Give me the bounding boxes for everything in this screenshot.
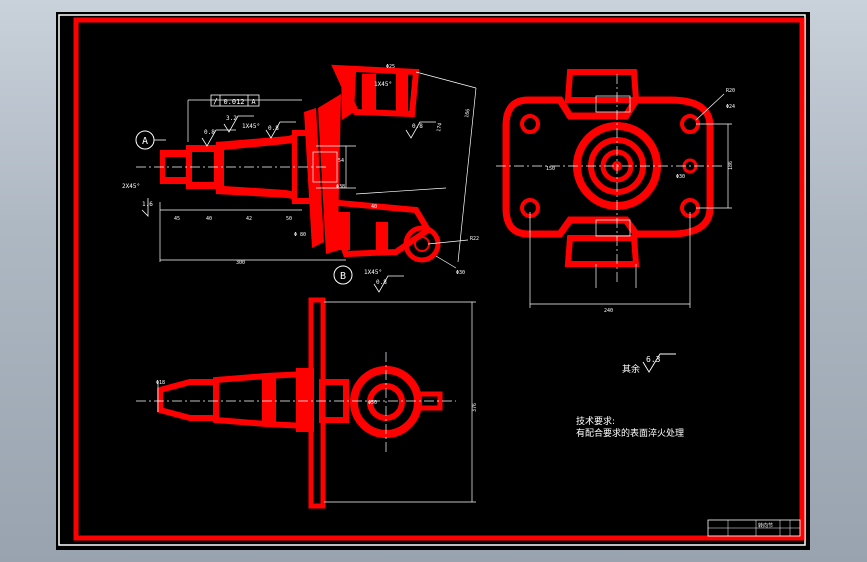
front-view: 45 40 42 50 300 174 166 R22 Φ30 54 Φ38 Φ 80… bbox=[122, 64, 479, 293]
upper-arm bbox=[331, 64, 420, 118]
bolt-hole-tr bbox=[680, 114, 700, 134]
spindle-top bbox=[157, 379, 219, 421]
svg-text:Φ30: Φ30 bbox=[676, 174, 685, 180]
svg-text:45: 45 bbox=[174, 216, 180, 222]
svg-text:240: 240 bbox=[604, 308, 613, 314]
tech-req-title: 技术要求: bbox=[576, 415, 615, 427]
tech-req-line1: 有配合要求的表面淬火处理 bbox=[576, 427, 684, 439]
chamfer-c2: 2X45° bbox=[122, 183, 140, 190]
cad-drawing: 45 40 42 50 300 174 166 R22 Φ30 54 Φ38 Φ 80… bbox=[58, 14, 806, 546]
bolt-hole-tl bbox=[520, 114, 540, 134]
inner-border bbox=[73, 17, 805, 541]
tolerance-datum: A bbox=[251, 98, 256, 106]
svg-text:Φ24: Φ24 bbox=[726, 104, 735, 110]
datum-b-symbol bbox=[333, 265, 353, 285]
roughness-other-label: 其余 bbox=[622, 363, 640, 375]
drawing-sheet: 45 40 42 50 300 174 166 R22 Φ30 54 Φ38 Φ 80… bbox=[56, 12, 810, 550]
svg-text:Φ50: Φ50 bbox=[368, 400, 377, 406]
roughness-r1: 0.8 bbox=[204, 129, 215, 136]
svg-text:Φ38: Φ38 bbox=[336, 184, 345, 190]
chamfer-c4: 1X45° bbox=[364, 269, 382, 276]
svg-text:R20: R20 bbox=[726, 88, 735, 94]
outer-border bbox=[58, 14, 806, 546]
svg-text:Φ30: Φ30 bbox=[456, 270, 465, 276]
svg-text:Φ18: Φ18 bbox=[156, 380, 165, 386]
svg-text:166: 166 bbox=[464, 108, 471, 118]
svg-text:R22: R22 bbox=[470, 236, 479, 242]
upper-boss bbox=[564, 69, 640, 103]
top-view: 376 Φ50 Φ18 bbox=[136, 297, 478, 509]
roughness-r3: 0.8 bbox=[268, 125, 279, 132]
roughness-r5: 0.8 bbox=[376, 279, 387, 286]
svg-text:186: 186 bbox=[728, 161, 734, 170]
roughness-other-value: 6.3 bbox=[646, 355, 661, 364]
datum-a-label: A bbox=[142, 136, 148, 147]
roughness-r2: 3.2 bbox=[226, 115, 237, 122]
chamfer-c3: 1X45° bbox=[374, 81, 392, 88]
svg-text:Φ 80: Φ 80 bbox=[294, 232, 306, 238]
roughness-other: 其余 6.3 bbox=[622, 353, 676, 375]
svg-text:50: 50 bbox=[286, 216, 292, 222]
side-view: 240 186 R20 Φ24 Φ30 150 bbox=[496, 69, 735, 314]
title-block-cell: 转向节 bbox=[758, 522, 773, 529]
flange-outline bbox=[502, 96, 714, 238]
svg-text:40: 40 bbox=[371, 204, 377, 210]
geometric-tolerance-frame: / 0.012 A bbox=[210, 94, 260, 107]
svg-text:Φ25: Φ25 bbox=[386, 64, 395, 70]
steering-arm-eye bbox=[403, 225, 441, 263]
roughness-r6: 1.6 bbox=[142, 201, 153, 208]
title-block: 转向节 bbox=[707, 519, 801, 537]
svg-text:150: 150 bbox=[546, 166, 555, 172]
technical-requirements: 技术要求: 有配合要求的表面淬火处理 bbox=[576, 415, 684, 439]
tolerance-value: 0.012 bbox=[223, 98, 244, 106]
chamfer-c1: 1X45° bbox=[242, 123, 260, 130]
knuckle-web bbox=[318, 94, 346, 254]
svg-text:42: 42 bbox=[246, 216, 252, 222]
datum-b-label: B bbox=[340, 271, 346, 282]
svg-text:174: 174 bbox=[436, 122, 443, 132]
svg-text:54: 54 bbox=[338, 158, 344, 164]
svg-text:300: 300 bbox=[236, 260, 245, 266]
lower-boss bbox=[564, 235, 640, 267]
svg-text:376: 376 bbox=[472, 403, 478, 412]
tolerance-symbol: / bbox=[213, 97, 218, 106]
roughness-r4: 0.8 bbox=[412, 123, 423, 130]
flange-plate bbox=[304, 108, 324, 248]
svg-text:40: 40 bbox=[206, 216, 212, 222]
